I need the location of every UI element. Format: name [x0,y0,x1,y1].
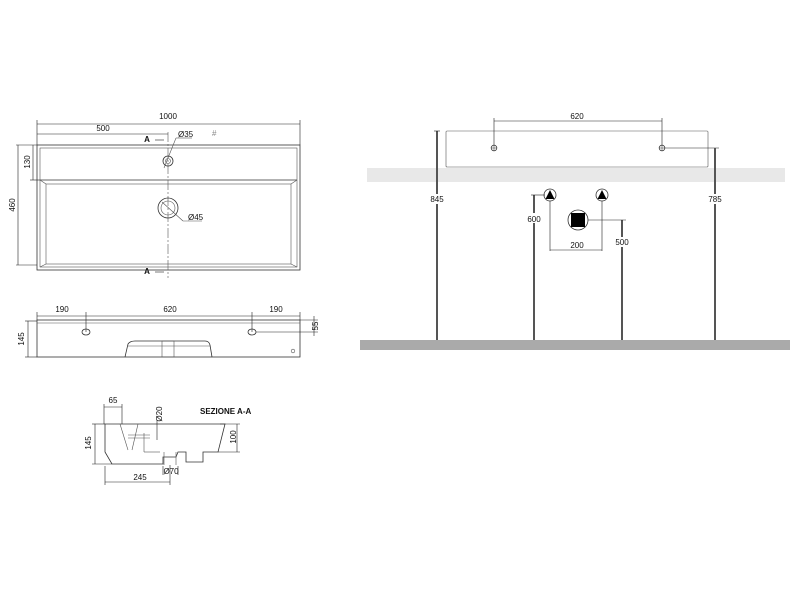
top-view: 1000 500 A A Ø35 Ø45 # 460 130 [8,112,301,278]
basin-elevation [445,130,709,168]
dim-785: 785 [708,195,722,204]
drain-shape [124,340,213,358]
supply-valve-icon [595,188,609,202]
section-outline [104,423,226,465]
front-view: 190 620 190 145 55 [17,305,320,358]
dim-620: 620 [163,305,177,314]
installation-view: 620 845 785 600 500 200 [360,112,790,350]
dim-130: 130 [23,155,32,169]
dim-55: 55 [311,321,320,330]
tap-hole-icon [490,144,498,152]
dim-500: 500 [615,238,629,247]
dim-460: 460 [8,198,17,212]
dim-500: 500 [96,124,110,133]
dim-drain: Ø45 [188,213,204,222]
dim-1000: 1000 [159,112,177,121]
front-outline [36,319,301,358]
dim-145: 145 [17,332,26,346]
section-view: 65 SEZIONE A-A Ø20 100 145 245 Ø70 [84,396,251,485]
dim-tap-hole: Ø35 [178,130,194,139]
dim-600: 600 [527,215,541,224]
section-mark-bottom: A [144,267,150,276]
waste-outlet-icon [567,209,589,231]
countertop-band [367,168,785,182]
basin-bowl [45,183,292,265]
dim-70: Ø70 [163,467,179,476]
dim-65: 65 [109,396,118,405]
dim-190-right: 190 [269,305,283,314]
drain-hole [157,197,179,219]
supply-valve-icon [543,188,557,202]
section-mark-top: A [144,135,150,144]
basin-outline [36,144,301,271]
dim-245: 245 [133,473,147,482]
floor [360,340,790,350]
symbol-mark: # [212,129,217,138]
dim-845: 845 [430,195,444,204]
dim-install-620: 620 [570,112,584,121]
tap-hole [162,155,174,167]
dim-section-145: 145 [84,436,93,450]
dim-overflow: Ø20 [155,406,164,422]
dim-200: 200 [570,241,584,250]
tap-hole-icon [658,144,666,152]
dim-190-left: 190 [55,305,69,314]
dim-100: 100 [229,430,238,444]
section-title: SEZIONE A-A [200,407,251,416]
